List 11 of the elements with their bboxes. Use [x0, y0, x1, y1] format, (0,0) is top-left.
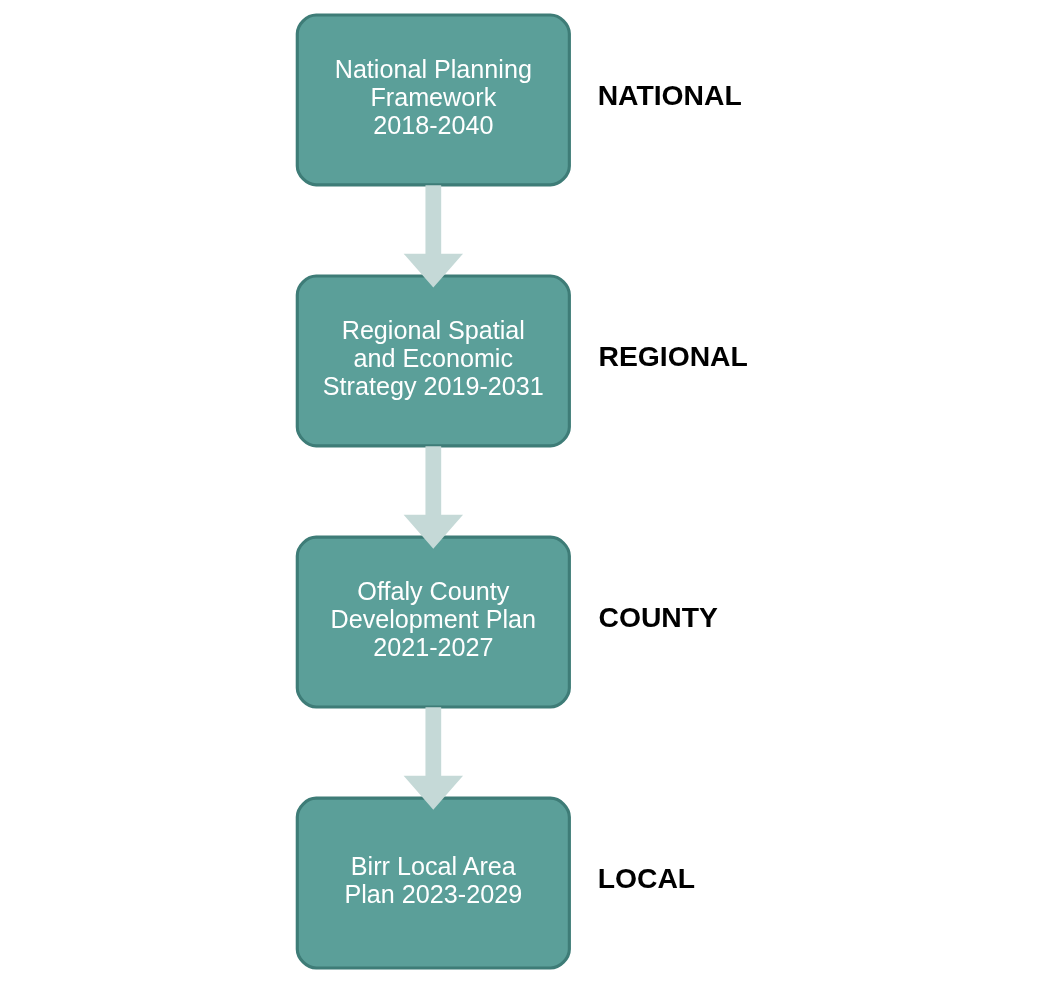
arrow	[403, 707, 464, 810]
arrow	[403, 185, 464, 288]
node-label: REGIONAL	[598, 340, 748, 373]
node-box: Birr Local Area Plan 2023-2029	[295, 796, 571, 970]
node-label: NATIONAL	[597, 79, 742, 112]
node-box: National Planning Framework 2018-2040	[295, 13, 571, 187]
node-box: Regional Spatial and Economic Strategy 2019-2031	[295, 274, 571, 448]
node-label: LOCAL	[597, 862, 696, 895]
arrow	[403, 446, 464, 549]
node-box: Offaly County Development Plan 2021-2027	[295, 535, 571, 709]
node-label: COUNTY	[598, 601, 718, 634]
